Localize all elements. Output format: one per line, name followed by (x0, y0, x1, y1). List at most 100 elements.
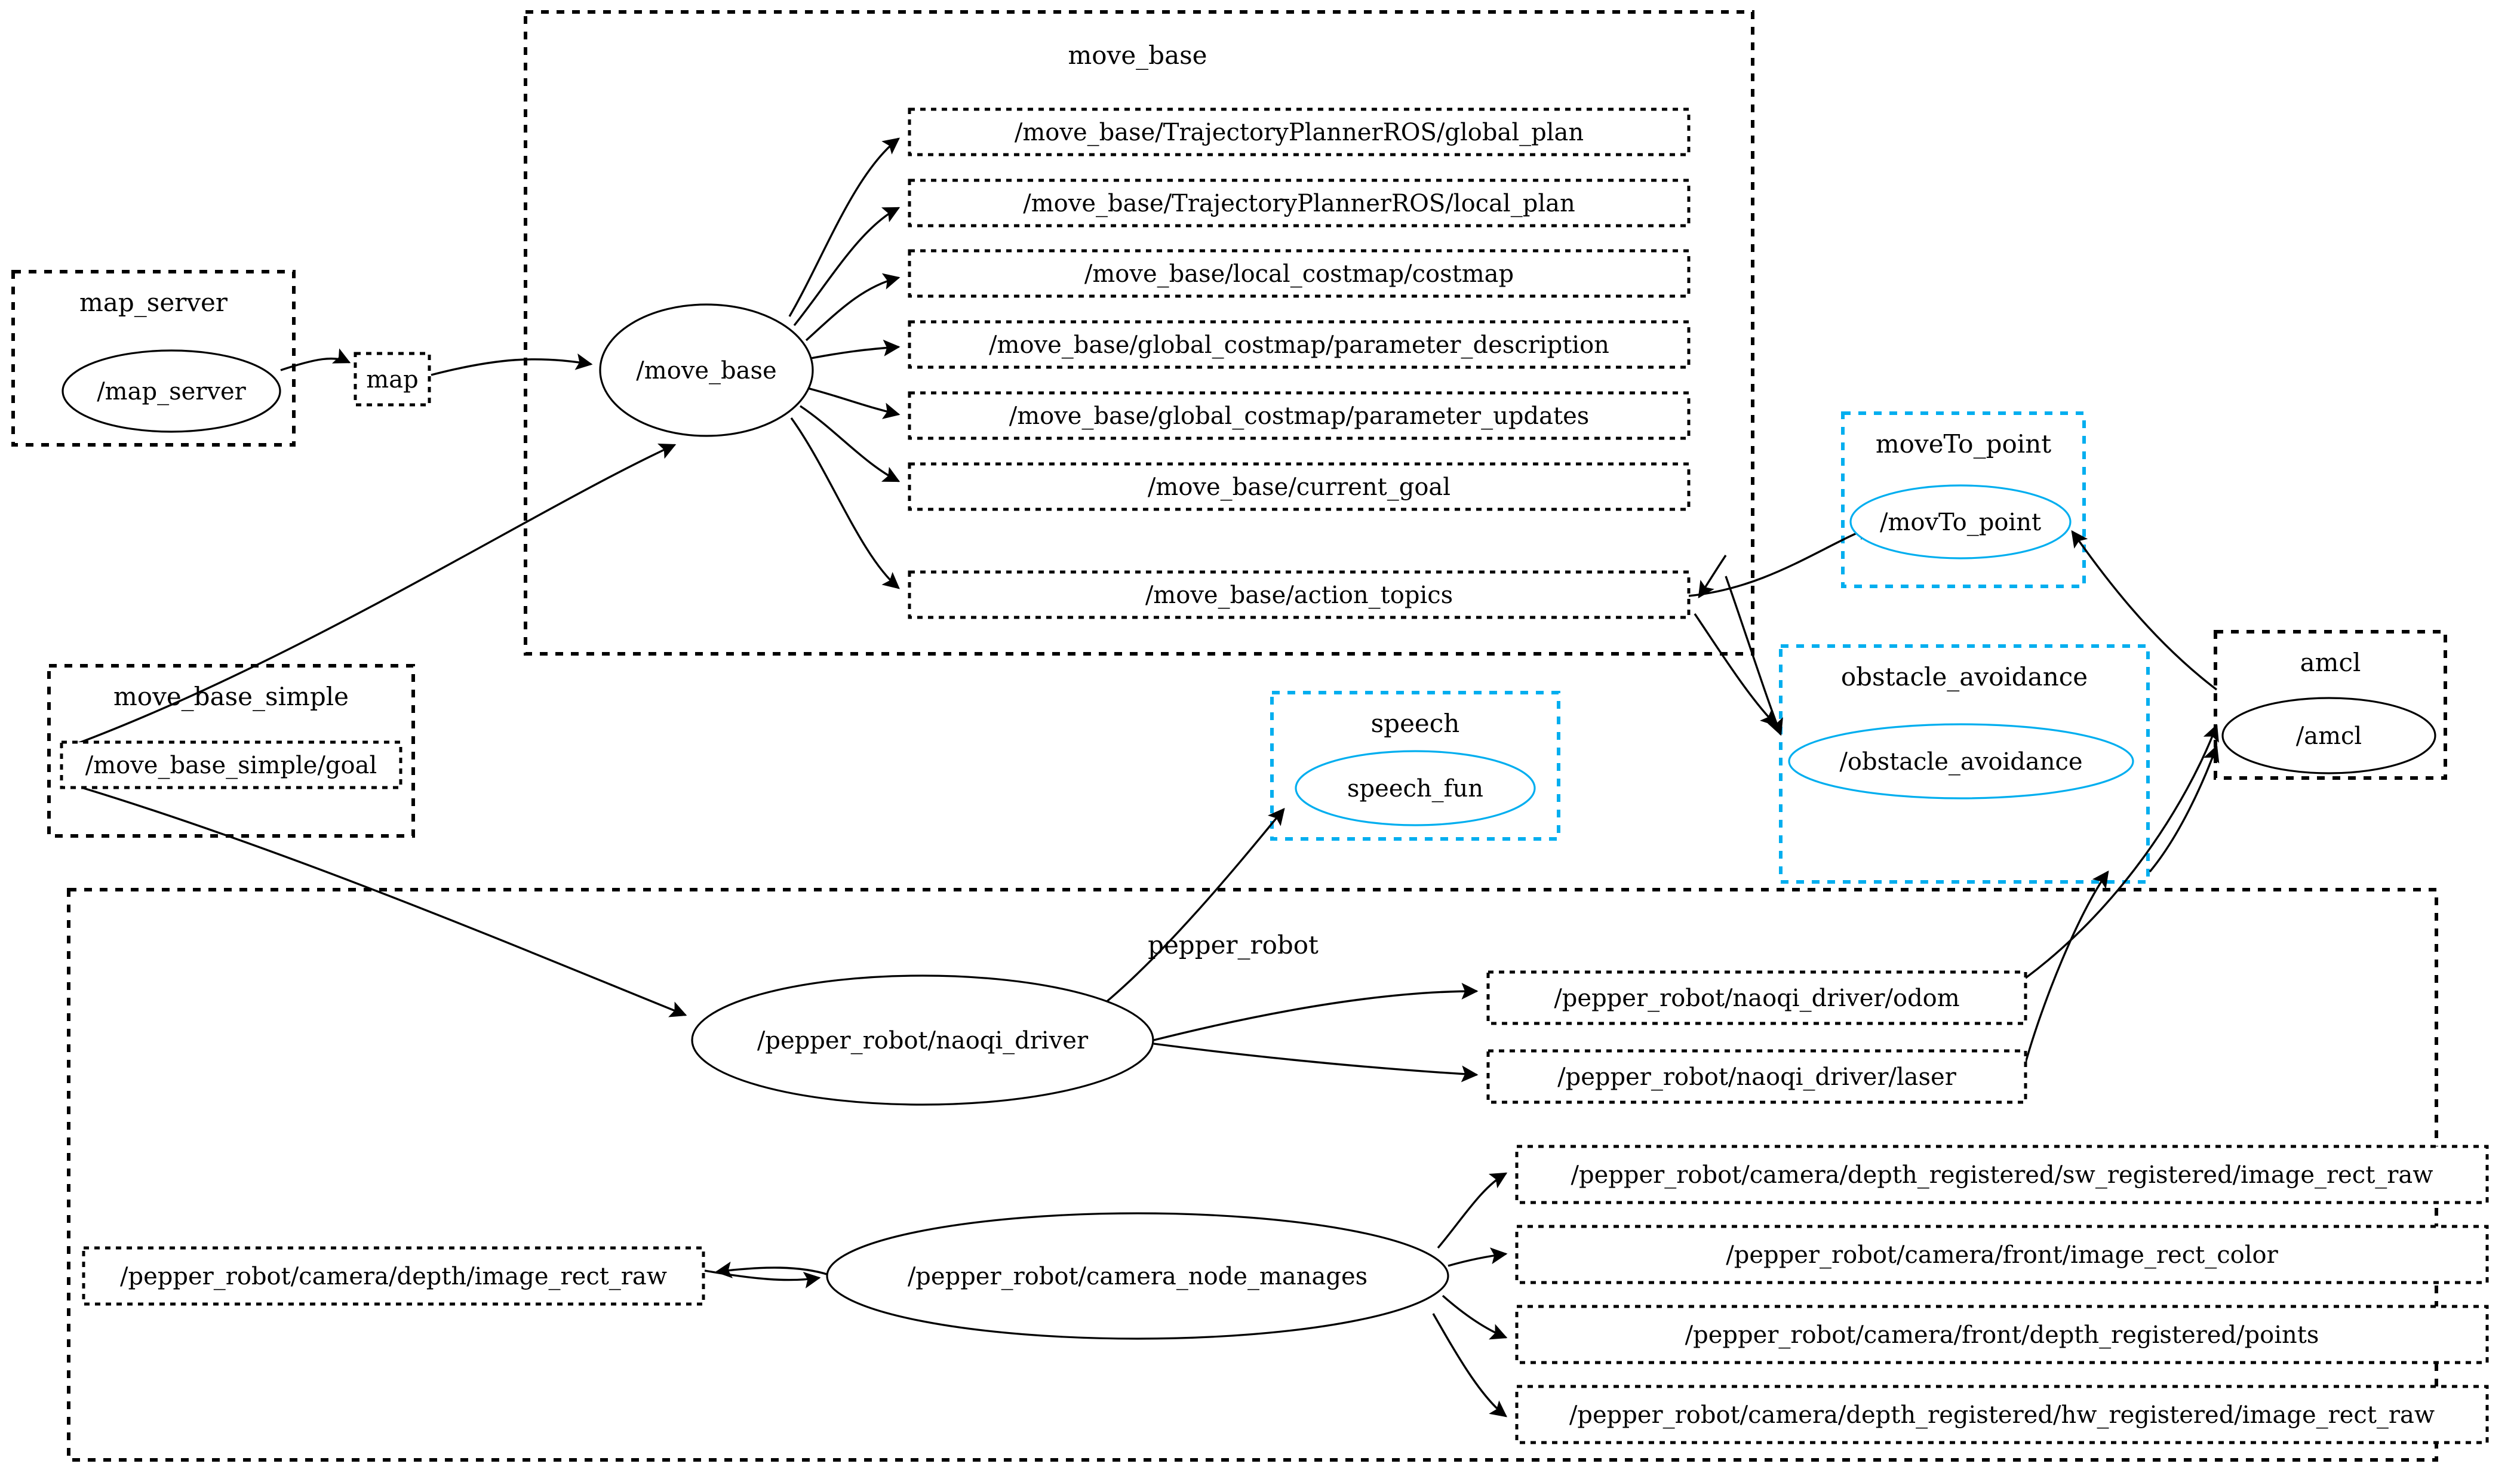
topic-t_map[interactable]: map (354, 352, 431, 407)
topic-label: /move_base/TrajectoryPlannerROS/local_pl… (1023, 190, 1575, 217)
topic-t_hw_reg[interactable]: /pepper_robot/camera/depth_registered/hw… (1515, 1385, 2489, 1444)
node-n_amcl[interactable]: /amcl (2221, 697, 2436, 774)
edge-n_naoqi-to-t_laser (1153, 1043, 1479, 1083)
topic-t_front_points[interactable]: /pepper_robot/camera/front/depth_registe… (1515, 1305, 2489, 1364)
cluster-border (67, 888, 2438, 1462)
cluster-move_base_simple: move_base_simple (47, 664, 415, 838)
cluster-border (1841, 411, 2086, 588)
node-group: /map_server/move_base/movTo_point/obstac… (62, 303, 2436, 1340)
topic-label: /move_base/TrajectoryPlannerROS/global_p… (1015, 119, 1584, 146)
edge-n_move_base-to-t_param_desc (810, 339, 901, 359)
topic-label: map (366, 366, 418, 393)
node-n_naoqi[interactable]: /pepper_robot/naoqi_driver (691, 974, 1154, 1106)
topic-t_local_plan[interactable]: /move_base/TrajectoryPlannerROS/local_pl… (908, 179, 1691, 227)
cluster-border (11, 270, 296, 447)
edge-t_odom-to-n_amcl (2024, 724, 2219, 979)
topic-border (1515, 1385, 2489, 1444)
node-outline (1295, 750, 1536, 826)
edge-t_depth_rect-to-n_cam_mgr (704, 1269, 821, 1289)
node-n_obstacle[interactable]: /obstacle_avoidance (1788, 723, 2134, 800)
topic-border (908, 462, 1691, 511)
node-label: speech_fun (1347, 775, 1483, 802)
node-outline (2221, 697, 2436, 774)
cluster-group: map_server move_base moveTo_point obstacle_… (11, 10, 2447, 1462)
edge-t_mbs_goal-to-n_naoqi (83, 787, 687, 1017)
cluster-speech: speech (1270, 691, 1560, 841)
node-outline (62, 349, 281, 433)
cluster-label-pepper_robot: pepper_robot (1148, 930, 1319, 960)
cluster-map_server: map_server (11, 270, 296, 447)
edge-n_move_base-to-t_param_upd (807, 387, 901, 419)
node-label: /map_server (97, 378, 246, 405)
node-outline (1849, 484, 2072, 559)
edge-t_action_topics-to-n_movto_point (1688, 524, 1874, 597)
edge-n_cam_mgr-to-t_sw_reg (1437, 1172, 1508, 1249)
topic-t_current_goal[interactable]: /move_base/current_goal (908, 462, 1691, 511)
topic-t_front_color[interactable]: /pepper_robot/camera/front/image_rect_co… (1515, 1225, 2489, 1284)
topic-border (60, 740, 402, 789)
cluster-obstacle_avoidance: obstacle_avoidance (1779, 644, 2150, 884)
topic-t_param_desc[interactable]: /move_base/global_costmap/parameter_desc… (908, 320, 1691, 369)
topic-label: /move_base/global_costmap/parameter_desc… (989, 331, 1609, 359)
topic-border (908, 107, 1691, 156)
topic-t_global_plan[interactable]: /move_base/TrajectoryPlannerROS/global_p… (908, 107, 1691, 156)
node-n_speech_fun[interactable]: speech_fun (1295, 750, 1536, 826)
cluster-border (2214, 630, 2447, 780)
cluster-border (1270, 691, 1560, 841)
topic-t_depth_rect[interactable]: /pepper_robot/camera/depth/image_rect_ra… (82, 1246, 705, 1306)
edge-t_map-to-n_move_base (431, 353, 593, 376)
edge-n_movto_point-to-t_action_topics (1698, 555, 1727, 599)
cluster-border (524, 10, 1754, 656)
topic-border (908, 570, 1691, 619)
node-outline (826, 1212, 1449, 1340)
node-label: /movTo_point (1880, 509, 2041, 536)
topic-t_action_topics[interactable]: /move_base/action_topics (908, 570, 1691, 619)
topic-label: /pepper_robot/camera/depth_registered/sw… (1571, 1161, 2433, 1189)
cluster-label-obstacle_avoidance: obstacle_avoidance (1841, 662, 2088, 691)
topic-t_mbs_goal[interactable]: /move_base_simple/goal (60, 740, 402, 789)
topic-t_laser[interactable]: /pepper_robot/naoqi_driver/laser (1486, 1049, 2027, 1104)
topic-t_odom[interactable]: /pepper_robot/naoqi_driver/odom (1486, 970, 2027, 1025)
node-label: /obstacle_avoidance (1839, 748, 2082, 776)
edge-n_cam_mgr-to-t_front_color (1448, 1247, 1508, 1267)
topic-label: /pepper_robot/camera/front/image_rect_co… (1726, 1241, 2278, 1269)
topic-t_local_cost[interactable]: /move_base/local_costmap/costmap (908, 249, 1691, 298)
topic-label: /move_base/global_costmap/parameter_upda… (1009, 402, 1590, 430)
edge-n_amcl-to-n_movto_point (2071, 530, 2218, 691)
edge-n_move_base-to-t_local_cost (805, 273, 901, 342)
edge-n_move_base-to-t_current_goal (800, 405, 901, 482)
edge-group (61, 137, 2220, 1417)
node-n_map_server[interactable]: /map_server (62, 349, 281, 433)
edge-n_obstacle-to-n_amcl (2149, 745, 2220, 873)
topic-label: /pepper_robot/camera/depth_registered/hw… (1569, 1401, 2435, 1429)
edge-n_move_base-to-t_global_plan (788, 137, 901, 317)
topic-border (354, 352, 431, 407)
topic-border (908, 249, 1691, 298)
topic-border (82, 1246, 705, 1306)
cluster-moveTo_point: moveTo_point (1841, 411, 2086, 588)
edge-n_cam_mgr-to-t_front_points (1442, 1294, 1508, 1340)
node-label: /amcl (2296, 722, 2362, 750)
node-n_move_base[interactable]: /move_base (599, 303, 814, 437)
cluster-amcl: amcl (2214, 630, 2447, 780)
node-outline (599, 303, 814, 437)
topic-label: /move_base/local_costmap/costmap (1084, 260, 1514, 288)
topic-border (908, 391, 1691, 440)
topic-border (1515, 1305, 2489, 1364)
topic-t_param_upd[interactable]: /move_base/global_costmap/parameter_upda… (908, 391, 1691, 440)
cluster-move_base: move_base (524, 10, 1754, 656)
node-n_movto_point[interactable]: /movTo_point (1849, 484, 2072, 559)
topic-border (1486, 970, 2027, 1025)
topic-border (908, 179, 1691, 227)
topic-label: /pepper_robot/naoqi_driver/odom (1554, 985, 1959, 1012)
node-n_cam_mgr[interactable]: /pepper_robot/camera_node_manages (826, 1212, 1449, 1340)
cluster-border (1779, 644, 2150, 884)
topic-label: /move_base_simple/goal (85, 752, 377, 779)
topic-t_sw_reg[interactable]: /pepper_robot/camera/depth_registered/sw… (1515, 1145, 2489, 1204)
topic-border (1515, 1145, 2489, 1204)
edge-t_mbs_goal-to-n_move_base (61, 443, 677, 751)
edge-n_obstacle-to-t_action_topics (1725, 576, 1783, 736)
topic-border (908, 320, 1691, 369)
topic-label: /pepper_robot/camera/front/depth_registe… (1685, 1321, 2319, 1349)
